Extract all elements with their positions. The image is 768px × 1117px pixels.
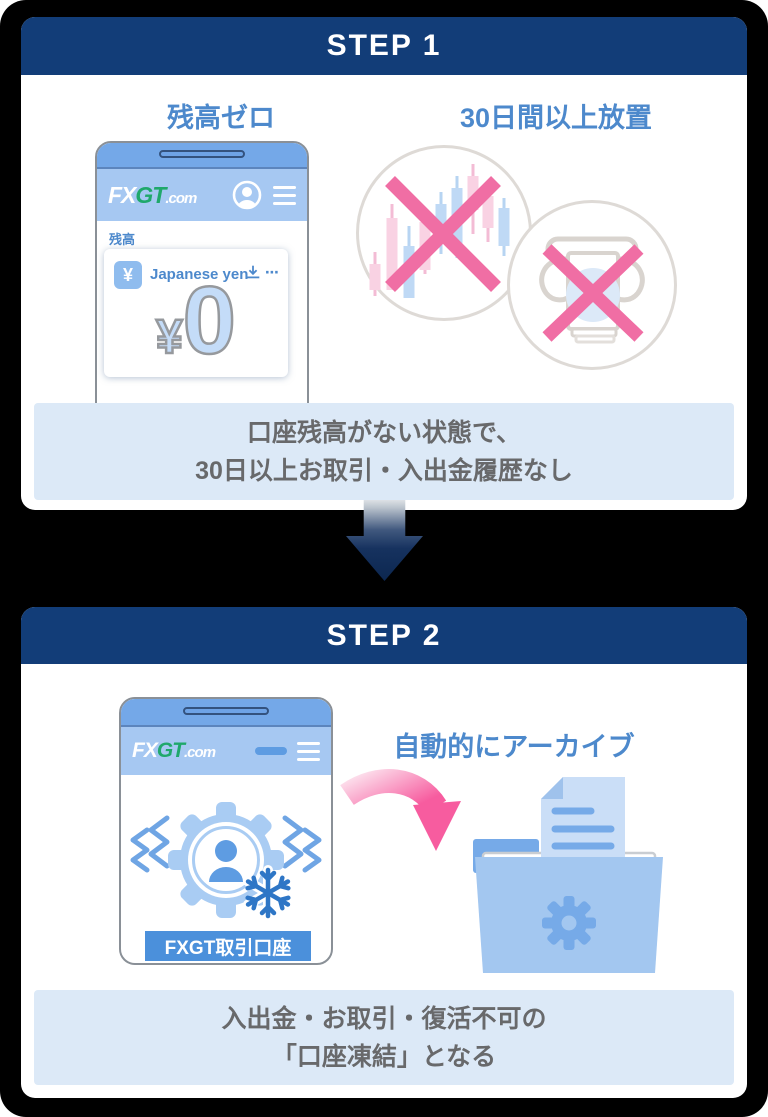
phone-app-header: FXGT.com bbox=[97, 169, 307, 221]
no-trading-circle bbox=[356, 145, 532, 321]
yen-balance-card: ¥ Japanese yen ⋯ ¥0 bbox=[104, 249, 288, 377]
step2-caption-line2: 「口座凍結」となる bbox=[271, 1042, 497, 1071]
step1-caption-line1: 口座残高がない状態で、 bbox=[246, 418, 521, 447]
candlestick-chart-icon bbox=[369, 164, 510, 298]
hamburger-menu-icon bbox=[273, 185, 296, 205]
phone-speaker bbox=[159, 150, 245, 158]
fxgt-logo: FXGT.com bbox=[108, 181, 197, 208]
step2-header: STEP 2 bbox=[21, 607, 747, 664]
step2-caption-line1: 入出金・お取引・復活不可の bbox=[221, 1004, 547, 1033]
step1-caption: 口座残高がない状態で、 30日以上お取引・入出金履歴なし bbox=[34, 403, 734, 500]
step2-header-label: STEP 2 bbox=[326, 618, 442, 652]
download-icon bbox=[246, 265, 260, 279]
fxgt-logo: FXGT.com bbox=[132, 739, 216, 762]
zero-balance-label: 残高ゼロ bbox=[167, 103, 275, 133]
no-deposit-withdrawal-circle bbox=[507, 200, 677, 370]
yen-icon: ¥ bbox=[114, 261, 142, 289]
fxgt-account-button: FXGT取引口座 bbox=[145, 931, 311, 961]
archive-folder-icon bbox=[473, 777, 663, 973]
hamburger-menu-icon bbox=[297, 741, 320, 761]
step1-header: STEP 1 bbox=[21, 17, 747, 75]
band-dash bbox=[255, 747, 287, 755]
avatar-icon bbox=[232, 180, 262, 210]
step1-caption-line2: 30日以上お取引・入出金履歴なし bbox=[195, 456, 573, 485]
pink-cross-icon bbox=[385, 176, 501, 292]
step1-card: STEP 1 残高ゼロ 30日間以上放置 FXGT.com bbox=[21, 17, 747, 510]
phone-top-cap bbox=[121, 699, 331, 727]
shiver-lines-icon bbox=[130, 815, 322, 873]
curved-pink-arrow-icon bbox=[340, 769, 461, 851]
phone-app-header: FXGT.com bbox=[121, 727, 331, 775]
auto-archive-label: 自動的にアーカイブ bbox=[393, 732, 635, 762]
phone-mockup-balance: FXGT.com 残高 ¥ Japanese yen bbox=[95, 141, 309, 403]
balance-section-label: 残高 bbox=[109, 232, 136, 247]
phone-top-cap bbox=[97, 143, 307, 169]
step2-caption: 入出金・お取引・復活不可の 「口座凍結」となる bbox=[34, 990, 734, 1085]
currency-name: Japanese yen bbox=[150, 266, 249, 283]
step1-header-label: STEP 1 bbox=[326, 29, 442, 62]
atm-cash-icon bbox=[539, 236, 645, 344]
pink-cross-icon bbox=[542, 244, 644, 342]
step2-card: STEP 2 FXGT.com bbox=[21, 607, 747, 1098]
phone-mockup-frozen: FXGT.com bbox=[119, 697, 333, 965]
zero-balance-amount: ¥0 bbox=[155, 267, 238, 374]
phone-speaker bbox=[183, 707, 269, 715]
snowflake-icon bbox=[243, 865, 293, 921]
more-options-icon: ⋯ bbox=[265, 263, 280, 280]
gear-icon bbox=[542, 896, 596, 950]
phone-frame: FXGT.com 残高 ¥ Japanese yen bbox=[95, 141, 309, 403]
frozen-account-illustration bbox=[130, 802, 322, 921]
inactive-30days-label: 30日間以上放置 bbox=[459, 103, 653, 133]
